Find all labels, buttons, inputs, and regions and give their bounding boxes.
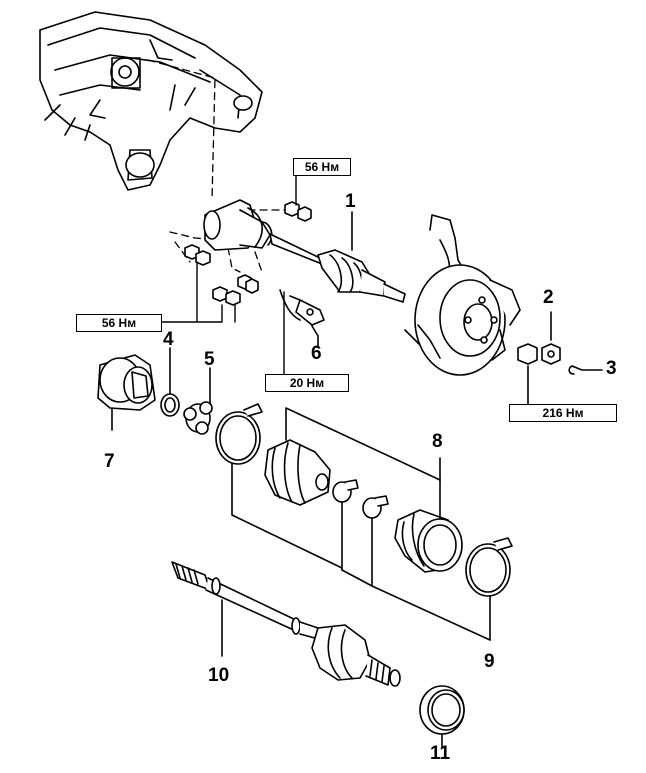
tone-ring <box>419 685 465 749</box>
torque-label-left: 56 Нм <box>76 314 162 332</box>
inner-boot-clamp <box>215 403 343 569</box>
speed-sensor-bracket <box>279 289 325 337</box>
drive-shaft-assembly <box>203 199 406 303</box>
callout-5: 5 <box>204 349 215 370</box>
callout-2: 2 <box>543 287 554 308</box>
inner-boot <box>264 407 441 506</box>
callout-3: 3 <box>606 358 617 379</box>
callout-7: 7 <box>104 451 115 472</box>
callout-10: 10 <box>208 665 230 686</box>
torque-label-top: 56 Нм <box>293 158 351 176</box>
steering-knuckle-hub <box>404 214 521 376</box>
callout-8: 8 <box>432 431 443 452</box>
snap-ring <box>160 347 180 417</box>
torque-label-sensor: 20 Нм <box>265 374 349 392</box>
callout-9: 9 <box>484 651 495 672</box>
outer-boot <box>394 479 463 573</box>
callout-11: 11 <box>430 743 451 764</box>
small-boot-clamps <box>332 479 491 641</box>
tripod-joint <box>183 367 213 435</box>
suspension-subframe <box>39 11 263 191</box>
flange-nuts <box>184 201 312 306</box>
callout-4: 4 <box>163 329 174 350</box>
callout-6: 6 <box>311 343 322 364</box>
torque-label-hub: 216 Нм <box>509 404 617 422</box>
hub-nut-parts <box>517 311 603 411</box>
axle-shaft <box>171 561 401 687</box>
inner-joint-housing <box>97 354 156 431</box>
torque-leader-lines <box>159 171 297 377</box>
callout-1: 1 <box>345 191 356 212</box>
outer-boot-clamp <box>465 537 513 641</box>
